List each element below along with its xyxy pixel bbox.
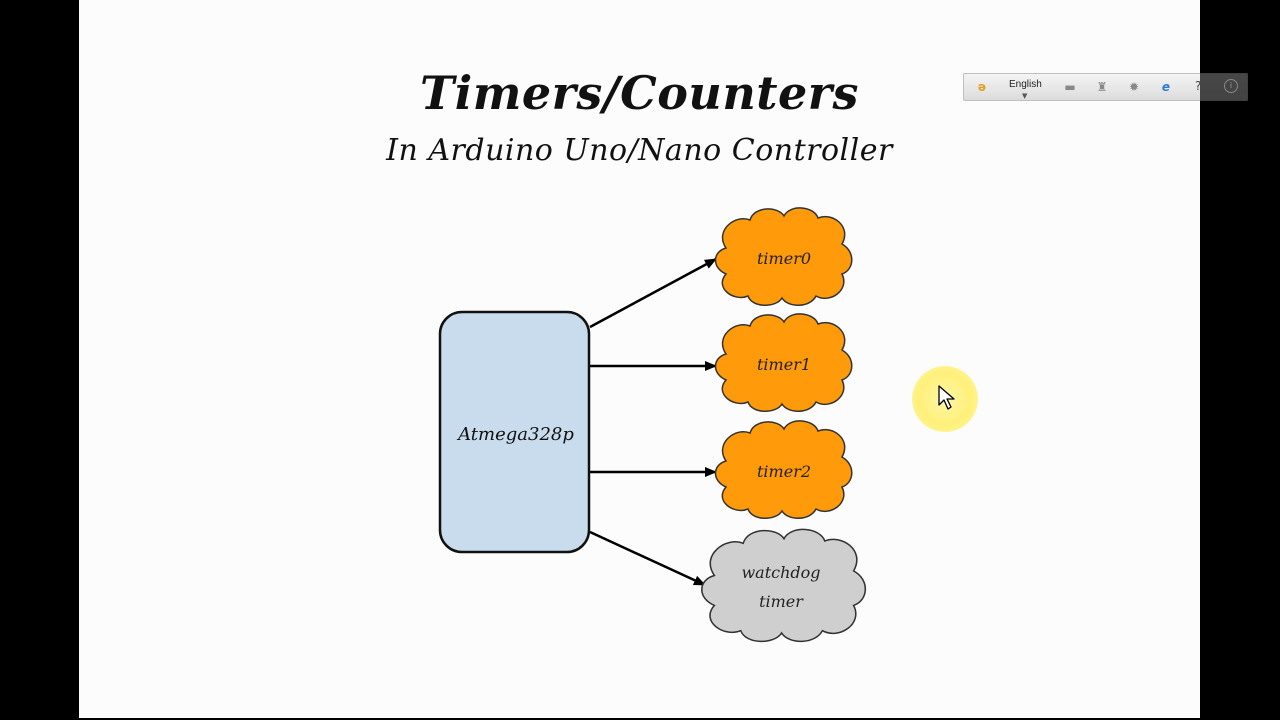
timer1-label: timer1 xyxy=(757,355,811,374)
tools-icon[interactable]: ♜ xyxy=(1096,80,1108,94)
timer2-cloud: timer2 xyxy=(714,420,853,519)
chevron-down-icon[interactable]: ▼ xyxy=(1022,92,1028,100)
input-method-icon[interactable]: ə xyxy=(977,80,987,94)
watchdog-label-line2: timer xyxy=(759,592,804,611)
info-icon[interactable]: i xyxy=(1224,79,1238,93)
keyboard-icon[interactable]: ▬ xyxy=(1064,80,1076,94)
slide-title: Timers/Counters xyxy=(420,66,859,120)
watchdog-label-line1: watchdog xyxy=(741,563,820,582)
help-icon[interactable]: ? xyxy=(1195,79,1202,93)
watchdog-timer-cloud xyxy=(701,528,867,643)
slide: Timers/Counters In Arduino Uno/Nano Cont… xyxy=(79,0,1200,718)
language-bar-overflow: ? i xyxy=(1195,73,1248,101)
language-label[interactable]: English xyxy=(1009,79,1042,90)
slide-subtitle: In Arduino Uno/Nano Controller xyxy=(386,133,893,168)
timer0-cloud: timer0 xyxy=(714,207,853,306)
atmega328p-block xyxy=(438,310,591,554)
mouse-pointer-icon xyxy=(938,385,955,410)
ie-icon[interactable]: e xyxy=(1161,80,1171,94)
arrow-to-timer0 xyxy=(589,257,717,329)
atmega328p-label: Atmega328p xyxy=(456,424,574,445)
timer0-label: timer0 xyxy=(757,249,811,268)
arrow-to-watchdog xyxy=(589,530,706,587)
timer1-cloud: timer1 xyxy=(714,313,853,412)
settings-icon[interactable]: ✹ xyxy=(1128,80,1140,94)
timer2-label: timer2 xyxy=(757,462,811,481)
